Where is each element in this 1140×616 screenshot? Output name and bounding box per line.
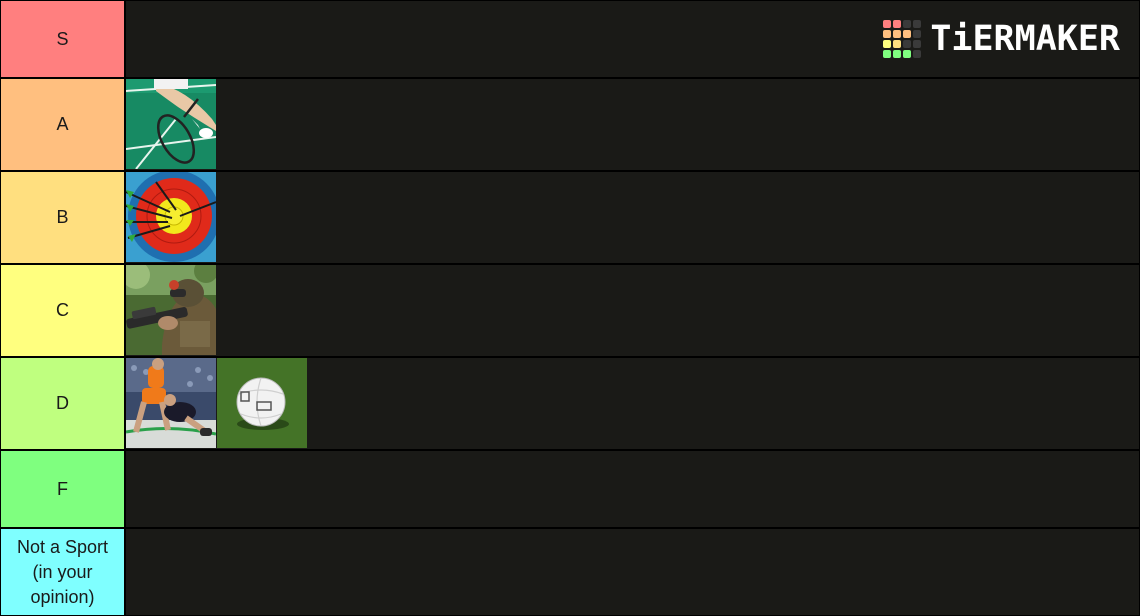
wrestling-icon[interactable] (126, 358, 216, 448)
gaelic-football-icon[interactable] (217, 358, 307, 448)
tier-label-s[interactable]: S (1, 1, 124, 77)
tier-items-a[interactable] (126, 79, 1139, 170)
tier-row-b: B (0, 171, 1140, 264)
logo-grid-cell (913, 30, 922, 38)
badminton-icon[interactable] (126, 79, 216, 169)
logo-grid-cell (903, 20, 912, 28)
tier-row-f: F (0, 450, 1140, 528)
logo-grid-cell (903, 40, 912, 48)
logo-grid-cell (883, 40, 892, 48)
tiermaker-logo[interactable]: TiERMAKER (883, 19, 1120, 59)
logo-grid-cell (893, 50, 902, 58)
logo-grid-cell (893, 20, 902, 28)
tier-label-not-a-sport[interactable]: Not a Sport (in your opinion) (1, 529, 124, 615)
tiermaker-grid-icon (883, 20, 922, 58)
tier-items-s[interactable] (126, 1, 1139, 77)
tier-items-c[interactable] (126, 265, 1139, 356)
archery-target-icon[interactable] (126, 172, 216, 262)
tier-label-d[interactable]: D (1, 358, 124, 449)
airsoft-soldier-icon[interactable] (126, 265, 216, 355)
logo-grid-cell (903, 30, 912, 38)
logo-grid-cell (913, 20, 922, 28)
tier-row-c: C (0, 264, 1140, 357)
logo-grid-cell (883, 30, 892, 38)
tier-row-a: A (0, 78, 1140, 171)
logo-grid-cell (883, 20, 892, 28)
tier-row-d: D (0, 357, 1140, 450)
tier-items-not-a-sport[interactable] (126, 529, 1139, 615)
tier-row-not-a-sport: Not a Sport (in your opinion) (0, 528, 1140, 616)
tier-items-d[interactable] (126, 358, 1139, 449)
tier-row-s: S (0, 0, 1140, 78)
tier-label-b[interactable]: B (1, 172, 124, 263)
tiermaker-wordmark: TiERMAKER (930, 19, 1120, 59)
tier-label-a[interactable]: A (1, 79, 124, 170)
logo-grid-cell (913, 40, 922, 48)
tier-label-f[interactable]: F (1, 451, 124, 527)
logo-grid-cell (903, 50, 912, 58)
tier-items-f[interactable] (126, 451, 1139, 527)
logo-grid-cell (893, 30, 902, 38)
tier-items-b[interactable] (126, 172, 1139, 263)
tier-label-c[interactable]: C (1, 265, 124, 356)
logo-grid-cell (883, 50, 892, 58)
logo-grid-cell (913, 50, 922, 58)
logo-grid-cell (893, 40, 902, 48)
